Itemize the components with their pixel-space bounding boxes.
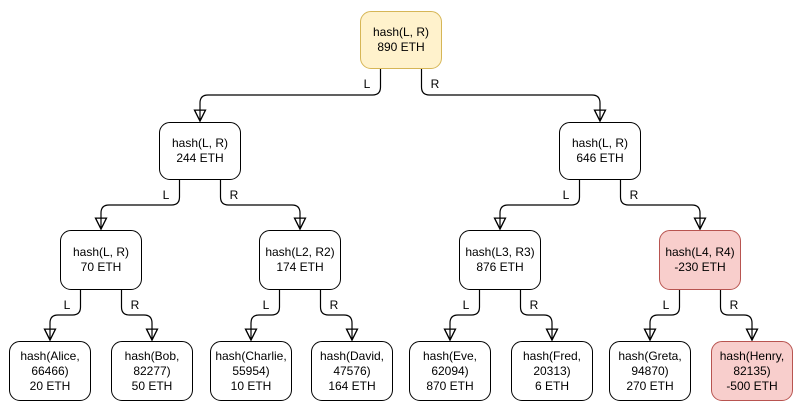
edge-n230-left — [650, 290, 681, 339]
tree-node-174: hash(L2, R2) 174 ETH — [259, 230, 341, 290]
edge-n244-left — [101, 180, 181, 228]
tree-node-876: hash(L3, R3) 876 ETH — [459, 230, 541, 290]
node-amount: 6 ETH — [534, 378, 569, 393]
node-hash-label: hash(Eve, 62094) — [422, 348, 478, 378]
edge-n70-right — [120, 290, 153, 339]
tree-node-negative-230: hash(L4, R4) -230 ETH — [659, 230, 741, 290]
edge-label-right: R — [629, 188, 639, 202]
tree-leaf-henry: hash(Henry, 82135) -500 ETH — [711, 341, 793, 401]
node-hash-label: hash(Fred, 20313) — [522, 348, 582, 378]
edge-label-left: L — [363, 77, 371, 91]
tree-node-244: hash(L, R) 244 ETH — [159, 122, 241, 180]
tree-leaf-charlie: hash(Charlie, 55954) 10 ETH — [210, 341, 292, 401]
edge-n646-left — [500, 180, 581, 228]
node-amount: 890 ETH — [377, 40, 425, 54]
tree-node-root: hash(L, R) 890 ETH — [360, 11, 442, 69]
edge-label-right: R — [729, 298, 739, 312]
edge-n244-right — [219, 180, 301, 228]
node-hash-label: hash(L4, R4) — [665, 245, 735, 259]
tree-leaf-david: hash(David, 47576) 164 ETH — [311, 341, 393, 401]
node-hash-label: hash(Henry, 82135) — [719, 348, 785, 378]
edge-label-left: L — [562, 188, 570, 202]
edge-n70-left — [50, 290, 82, 339]
node-amount: 876 ETH — [476, 260, 524, 274]
tree-leaf-fred: hash(Fred, 20313) 6 ETH — [511, 341, 593, 401]
node-hash-label: hash(Charlie, 55954) — [215, 348, 287, 378]
tree-leaf-greta: hash(Greta, 94870) 270 ETH — [609, 341, 691, 401]
edge-n876-right — [519, 290, 553, 339]
node-amount: 646 ETH — [576, 151, 624, 165]
tree-leaf-bob: hash(Bob, 82277) 50 ETH — [111, 341, 193, 401]
edge-n876-left — [450, 290, 481, 339]
node-amount: 870 ETH — [426, 378, 474, 393]
node-hash-label: hash(Bob, 82277) — [124, 348, 180, 378]
edge-label-left: L — [162, 188, 170, 202]
node-amount: 50 ETH — [131, 378, 173, 393]
edge-label-left: L — [662, 298, 670, 312]
node-amount: 270 ETH — [626, 378, 674, 393]
node-amount: 164 ETH — [328, 378, 376, 393]
edge-label-left: L — [262, 298, 270, 312]
edge-n646-right — [619, 180, 701, 228]
node-amount: 10 ETH — [230, 378, 272, 393]
edge-label-right: R — [229, 188, 239, 202]
edge-n230-right — [719, 290, 753, 339]
edge-label-right: R — [130, 298, 140, 312]
node-hash-label: hash(David, 47576) — [319, 348, 385, 378]
node-hash-label: hash(L, R) — [171, 136, 229, 150]
node-amount: 20 ETH — [29, 378, 71, 393]
node-hash-label: hash(L, R) — [372, 25, 430, 39]
edge-n174-left — [251, 290, 281, 339]
tree-node-646: hash(L, R) 646 ETH — [559, 122, 641, 180]
edge-label-right: R — [529, 298, 539, 312]
node-hash-label: hash(L3, R3) — [465, 245, 535, 259]
tree-leaf-alice: hash(Alice, 66466) 20 ETH — [9, 341, 91, 401]
node-hash-label: hash(L, R) — [571, 136, 629, 150]
node-hash-label: hash(Alice, 66466) — [20, 348, 80, 378]
edge-n174-right — [319, 290, 353, 339]
edge-root-left — [200, 69, 382, 120]
node-amount: 70 ETH — [80, 260, 122, 274]
node-amount: -230 ETH — [674, 260, 726, 274]
node-hash-label: hash(L2, R2) — [265, 245, 335, 259]
tree-leaf-eve: hash(Eve, 62094) 870 ETH — [409, 341, 491, 401]
edge-label-left: L — [462, 298, 470, 312]
node-hash-label: hash(L, R) — [72, 245, 130, 259]
edge-label-left: L — [63, 298, 71, 312]
edge-label-right: R — [329, 298, 339, 312]
node-hash-label: hash(Greta, 94870) — [618, 348, 682, 378]
edge-root-right — [420, 69, 601, 120]
edge-label-right: R — [430, 77, 440, 91]
tree-node-70: hash(L, R) 70 ETH — [60, 230, 142, 290]
node-amount: 174 ETH — [276, 260, 324, 274]
node-amount: 244 ETH — [176, 151, 224, 165]
node-amount: -500 ETH — [726, 378, 778, 393]
